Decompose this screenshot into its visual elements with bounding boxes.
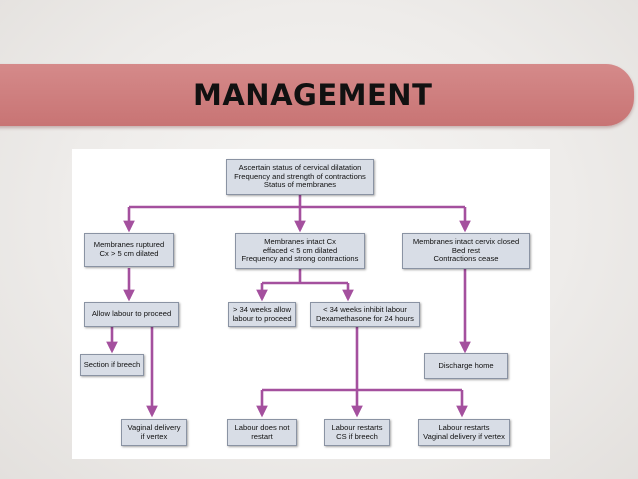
node-membranes-ruptured: Membranes ruptured Cx > 5 cm dilated [84,233,174,267]
title-band [0,64,634,126]
node-membranes-intact-effaced: Membranes intact Cx effaced < 5 cm dilat… [235,233,365,269]
node-discharge-home: Discharge home [424,353,508,379]
node-labour-restarts-vaginal: Labour restarts Vaginal delivery if vert… [418,419,510,446]
node-section-if-breech: Section if breech [80,354,144,376]
node-labour-restarts-cs: Labour restarts CS if breech [324,419,390,446]
node-vaginal-delivery: Vaginal delivery if vertex [121,419,187,446]
flowchart-connectors [106,195,471,418]
node-over-34-weeks: > 34 weeks allow labour to proceed [228,302,296,327]
node-allow-labour: Allow labour to proceed [84,302,179,327]
node-labour-does-not-restart: Labour does not restart [227,419,297,446]
node-under-34-weeks: < 34 weeks inhibit labour Dexamethasone … [310,302,420,327]
node-membranes-intact-closed: Membranes intact cervix closed Bed rest … [402,233,530,269]
node-root: Ascertain status of cervical dilatation … [226,159,374,195]
slide-title: MANAGEMENT [193,78,433,112]
flowchart-figure: Ascertain status of cervical dilatation … [72,149,550,459]
